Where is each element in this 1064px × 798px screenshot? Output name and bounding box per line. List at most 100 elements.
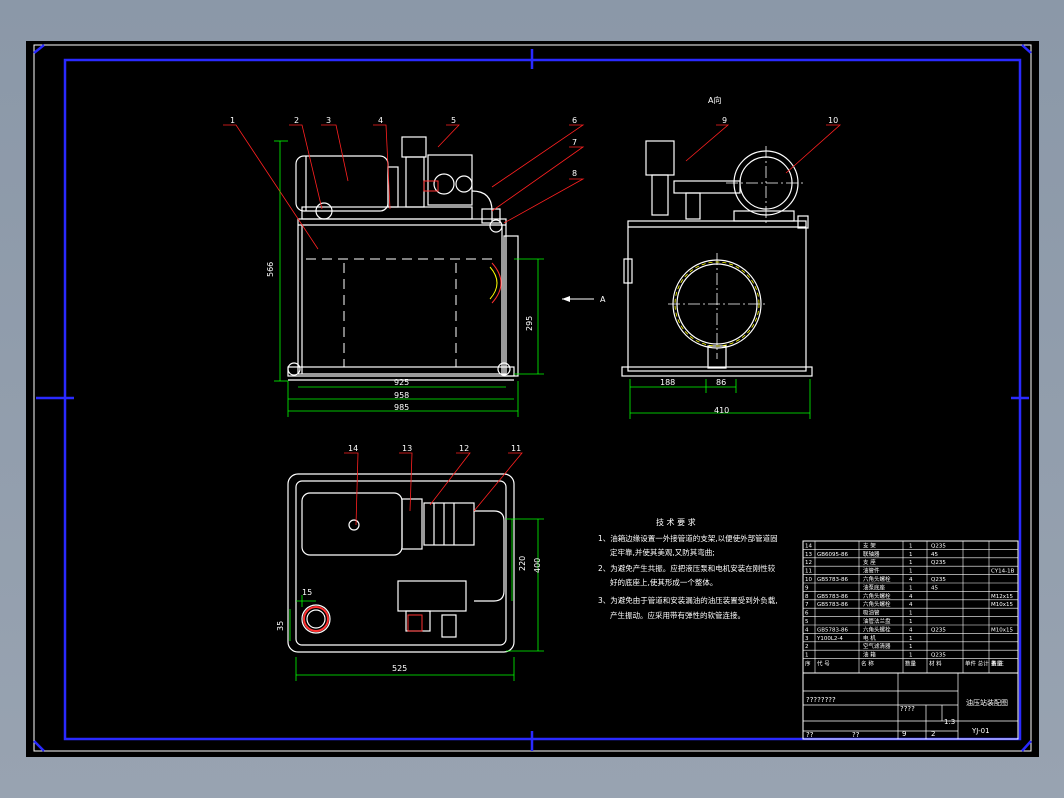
bom-cell: Q235	[931, 560, 946, 566]
bom-header-cell: 数量	[905, 660, 917, 668]
sheet-total: 9	[902, 730, 906, 738]
bom-header-cell: 材 料	[929, 660, 942, 668]
dim-410: 410	[714, 406, 729, 415]
dim-525: 525	[392, 664, 407, 673]
bom-cell: 4	[909, 627, 913, 633]
bom-cell: 9	[805, 585, 809, 591]
bom-cell: 1	[909, 636, 913, 642]
balloon-5: 5	[451, 116, 456, 125]
centering-marks	[33, 44, 1032, 752]
bom-header-cell: 重量	[991, 660, 1003, 668]
bom-cell: 六角头螺栓	[863, 592, 891, 600]
bom-cell: 电 机	[863, 634, 876, 642]
bom-cell: 联轴器	[863, 550, 880, 558]
balloon-13: 13	[402, 444, 412, 453]
oil-tank-outline	[297, 218, 507, 375]
bom-cell: GB5783-86	[817, 602, 849, 608]
balloon-1: 1	[230, 116, 235, 125]
balloon-10: 10	[828, 116, 838, 125]
bom-cell: 1	[909, 611, 913, 617]
dim-566: 566	[266, 262, 275, 277]
front-leaders	[223, 124, 585, 250]
bom-cell: GB5783-86	[817, 577, 849, 583]
bom-header-cell: 备 注	[991, 660, 1004, 668]
title-mark-4: ??	[852, 731, 860, 739]
motor-top	[301, 492, 403, 556]
requirements-title: 技 术 要 求	[656, 518, 696, 527]
bom-cell: Q235	[931, 627, 946, 633]
title-marks: ????????	[806, 696, 836, 704]
bom-cell: 1	[909, 585, 913, 591]
requirement-line-5: 3、为避免由于管道和安装漏油的油压装置受到外负载,	[598, 596, 778, 605]
requirement-line-6: 产生振动。应采用带有弹性的软管连接。	[610, 611, 745, 620]
bom-header-cell: 名 称	[861, 660, 874, 668]
bom-cell: 1	[909, 644, 913, 650]
bom-cell: GB5783-86	[817, 627, 849, 633]
requirement-line-4: 好的底座上,使其形成一个整体。	[610, 578, 718, 587]
bom-cell: M12x15	[991, 594, 1013, 600]
filler-cap	[301, 604, 331, 634]
bom-cell: 12	[805, 560, 812, 566]
bom-cell: 2	[805, 644, 809, 650]
dim-220: 220	[518, 556, 527, 571]
balloon-7: 7	[572, 138, 577, 147]
bom-cell: Y100L2-4	[816, 636, 843, 642]
drawing-canvas[interactable]: 1 2 3 4 5 6 7 8	[26, 41, 1039, 757]
bom-cell: 1	[909, 560, 913, 566]
top-dimensions	[289, 518, 544, 681]
balloon-12: 12	[459, 444, 469, 453]
title-block[interactable]: 油压站装配图 YJ-01 1:3 9 2 ???????? ???? ?? ??	[802, 672, 1019, 740]
balloon-11: 11	[511, 444, 521, 453]
bom-cell: 油 箱	[863, 651, 876, 659]
top-view[interactable]: 14 13 12 11 15	[276, 444, 544, 681]
bom-cell: 1	[909, 619, 913, 625]
balloon-8: 8	[572, 169, 577, 178]
bom-cell: M10x15	[991, 627, 1013, 633]
front-view[interactable]: 1 2 3 4 5 6 7 8	[223, 116, 606, 417]
bom-cell: Q235	[931, 577, 946, 583]
bom-cell: 1	[909, 543, 913, 549]
bom-cell: 油泵底座	[863, 583, 886, 591]
bom-cell: 7	[805, 602, 809, 608]
requirement-line-3: 2、为避免产生共振。应把液压泵和电机安装在刚性较	[598, 564, 776, 573]
bom-cell: 14	[805, 543, 812, 549]
sheet-number: 2	[931, 730, 935, 738]
bom-cell: 1	[909, 552, 913, 558]
bom-cell: 8	[805, 594, 809, 600]
bom-cell: GB5783-86	[817, 594, 849, 600]
bom-cell: M10x15	[991, 602, 1013, 608]
bom-cell: 支 座	[863, 558, 876, 566]
bom-header-cell: 序	[805, 660, 811, 668]
bom-cell: 六角头螺栓	[863, 625, 891, 633]
bom-cell: GB6095-86	[817, 552, 849, 558]
tank-top-outline	[287, 473, 515, 653]
bom-cell: 1	[909, 569, 913, 575]
bom-cell: 油管件	[863, 567, 880, 575]
scale-value: 1:3	[944, 718, 955, 726]
bom-cell: 4	[805, 627, 809, 633]
balloon-9: 9	[722, 116, 727, 125]
bom-cell: 4	[909, 594, 913, 600]
dim-925: 925	[394, 378, 409, 387]
drawing-sheet: 1 2 3 4 5 6 7 8	[33, 44, 1032, 752]
requirement-line-1: 1、油箱边缘设置一外接管道的支架,以便使外部管道固	[598, 534, 778, 543]
side-view[interactable]: A向	[621, 95, 842, 419]
drawing-border	[63, 58, 1022, 741]
balloon-4: 4	[378, 116, 383, 125]
bom-header-cell: 单件 总计	[965, 660, 989, 668]
drawing-name: 油压站装配图	[966, 698, 1008, 707]
drawing-number: YJ-01	[971, 727, 990, 735]
dim-15: 15	[302, 588, 312, 597]
bom-cell: 5	[805, 619, 809, 625]
bom-cell: 六角头螺栓	[863, 575, 891, 583]
tank-side-outline	[627, 220, 807, 372]
bom-header-cell: 代 号	[817, 660, 830, 668]
bom-cell: 支 架	[863, 541, 876, 549]
bom-cell: Q235	[931, 543, 946, 549]
bom-cell: 吸油管	[863, 609, 880, 617]
bom-cell: CY14-1B	[991, 569, 1015, 575]
balloon-14: 14	[348, 444, 358, 453]
dim-958: 958	[394, 391, 409, 400]
